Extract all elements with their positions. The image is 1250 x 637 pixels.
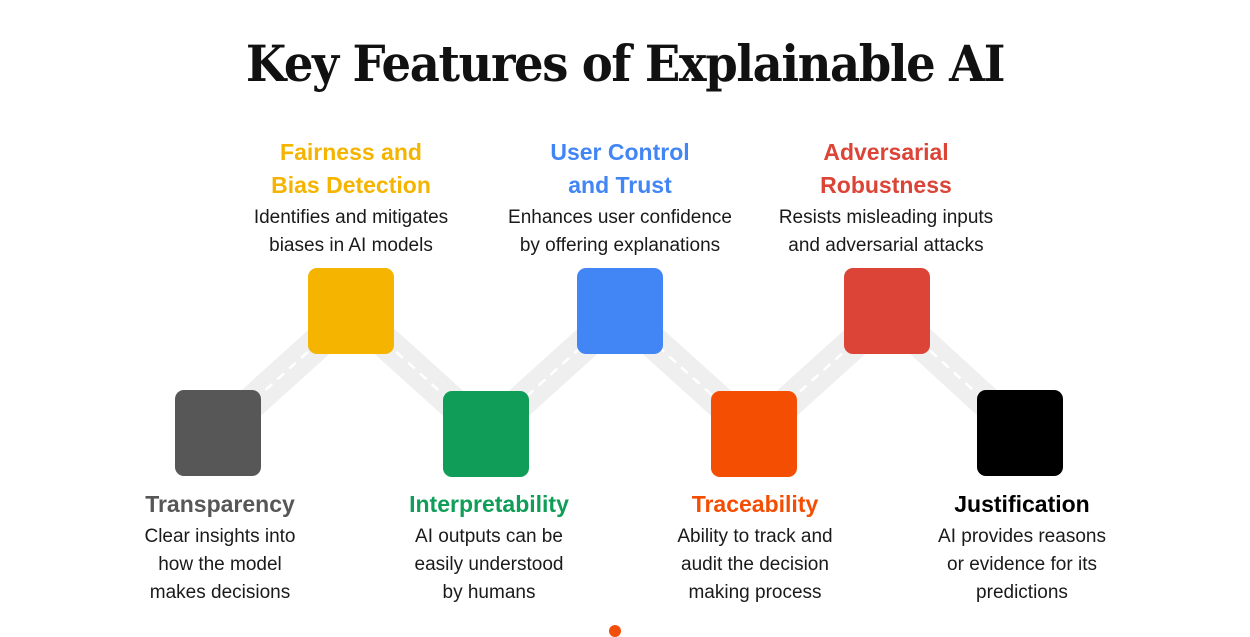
description-line: making process	[688, 582, 822, 603]
feature-fairness: Fairness and Bias Detection Identifies a…	[216, 136, 486, 260]
feature-adversarial: Adversarial Robustness Resists misleadin…	[751, 136, 1021, 260]
feature-description: AI outputs can be easily understood by h…	[354, 523, 624, 607]
description-line: Ability to track and	[677, 526, 833, 547]
feature-traceability: Traceability Ability to track and audit …	[620, 488, 890, 607]
feature-interpretability: Interpretability AI outputs can be easil…	[354, 488, 624, 607]
feature-title: Adversarial Robustness	[751, 136, 1021, 202]
feature-title: Interpretability	[409, 491, 569, 517]
square-transparency	[175, 390, 261, 476]
description-line: and adversarial attacks	[788, 235, 984, 256]
square-adversarial	[844, 268, 930, 354]
feature-transparency: Transparency Clear insights into how the…	[85, 488, 355, 607]
square-justification	[977, 390, 1063, 476]
title-line: Bias Detection	[271, 172, 431, 198]
square-traceability	[711, 391, 797, 477]
description-line: audit the decision	[681, 554, 829, 575]
description-line: by humans	[442, 582, 536, 603]
feature-description: Clear insights into how the model makes …	[85, 523, 355, 607]
description-line: by offering explanations	[519, 235, 721, 256]
logo-dot-icon	[609, 625, 621, 637]
feature-justification: Justification AI provides reasons or evi…	[887, 488, 1157, 607]
title-line: Robustness	[820, 172, 952, 198]
description-line: how the model	[158, 554, 282, 575]
description-line: predictions	[976, 582, 1068, 603]
feature-description: AI provides reasons or evidence for its …	[887, 523, 1157, 607]
feature-user-control: User Control and Trust Enhances user con…	[485, 136, 755, 260]
description-line: biases in AI models	[269, 235, 433, 256]
description-line: AI provides reasons	[938, 526, 1106, 547]
title-line: Adversarial	[823, 139, 949, 165]
feature-title: Justification	[954, 491, 1090, 517]
description-line: AI outputs can be	[415, 526, 563, 547]
description-line: easily understood	[414, 554, 564, 575]
feature-title: Transparency	[145, 491, 295, 517]
feature-description: Identifies and mitigates biases in AI mo…	[216, 204, 486, 260]
description-line: Enhances user confidence	[508, 207, 732, 228]
title-line: User Control	[550, 139, 690, 165]
description-line: Identifies and mitigates	[253, 207, 449, 228]
square-interpretability	[443, 391, 529, 477]
feature-title: User Control and Trust	[485, 136, 755, 202]
square-user-control	[577, 268, 663, 354]
description-line: Clear insights into	[144, 526, 296, 547]
description-line: Resists misleading inputs	[778, 207, 994, 228]
title-line: Fairness and	[280, 139, 422, 165]
description-line: or evidence for its	[947, 554, 1097, 575]
feature-title: Traceability	[691, 491, 819, 517]
description-line: makes decisions	[149, 582, 291, 603]
feature-description: Enhances user confidence by offering exp…	[485, 204, 755, 260]
feature-title: Fairness and Bias Detection	[216, 136, 486, 202]
square-fairness	[308, 268, 394, 354]
title-line: and Trust	[568, 172, 672, 198]
diagram-title: Key Features of Explainable AI	[245, 34, 1006, 93]
feature-description: Resists misleading inputs and adversaria…	[751, 204, 1021, 260]
feature-description: Ability to track and audit the decision …	[620, 523, 890, 607]
